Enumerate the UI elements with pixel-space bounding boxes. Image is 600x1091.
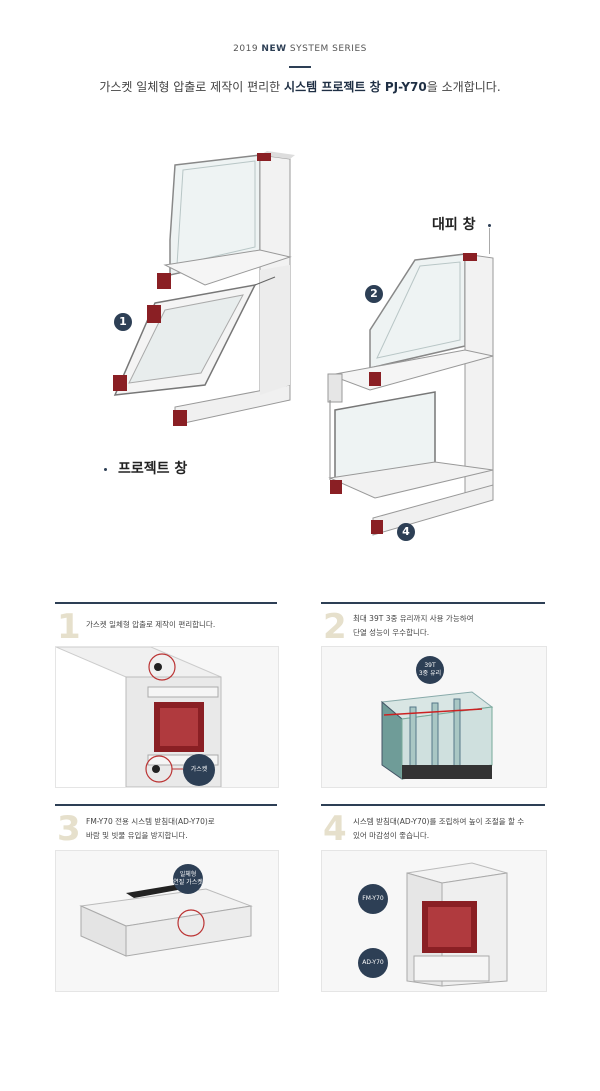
emergency-window-label: 대피 창 bbox=[432, 217, 476, 233]
callout-4: 4 bbox=[397, 523, 415, 541]
feature-4-badge-fm: FM-Y70 bbox=[358, 884, 388, 914]
callout-1: 1 bbox=[114, 313, 132, 331]
feature-1-badge: 가스켓 bbox=[183, 754, 215, 786]
feature-3-text-line1: FM-Y70 전용 시스템 받침대(AD-Y70)로 bbox=[86, 817, 215, 826]
feature-1-number: 1 bbox=[57, 607, 81, 647]
feature-1-text: 가스켓 일체형 압출로 제작이 편리합니다. bbox=[86, 620, 216, 629]
feature-3-text: FM-Y70 전용 시스템 받침대(AD-Y70)로 바람 및 빗물 유입을 방… bbox=[86, 815, 276, 843]
gasket-profile-illustration bbox=[56, 647, 222, 787]
emergency-label-dot bbox=[488, 224, 491, 227]
height-adjust-profile-illustration bbox=[406, 862, 508, 987]
feature-4-text: 시스템 받침대(AD-Y70)를 조립하여 높이 조절을 할 수 있어 마감성이… bbox=[353, 815, 543, 843]
emergency-window-illustration bbox=[327, 253, 494, 536]
project-window-illustration bbox=[113, 151, 295, 426]
feature-4-number: 4 bbox=[323, 809, 347, 849]
feature-2-text-line1: 최대 39T 3중 유리까지 사용 가능하여 bbox=[353, 614, 474, 623]
feature-3-text-line2: 바람 및 빗물 유입을 방지합니다. bbox=[86, 831, 188, 840]
feature-4-rule bbox=[321, 804, 545, 806]
triple-glass-illustration bbox=[380, 691, 494, 780]
feature-1-rule bbox=[55, 602, 277, 604]
feature-3-number: 3 bbox=[57, 809, 81, 849]
series-title: 2019 NEW SYSTEM SERIES bbox=[233, 44, 367, 54]
feature-2-text: 최대 39T 3중 유리까지 사용 가능하여 단열 성능이 우수합니다. bbox=[353, 612, 543, 640]
page-headline: 가스켓 일체형 압출로 제작이 편리한 시스템 프로젝트 창 PJ-Y70을 소… bbox=[99, 80, 501, 94]
feature-1-panel bbox=[55, 646, 279, 788]
badge-soft-gasket: 연질 가스켓 bbox=[173, 879, 203, 886]
callout-2: 2 bbox=[365, 285, 383, 303]
badge-39t: 39T bbox=[424, 662, 436, 669]
feature-2-number: 2 bbox=[323, 607, 347, 647]
feature-3-rule bbox=[55, 804, 277, 806]
emergency-label-line bbox=[489, 228, 490, 254]
support-rail-illustration bbox=[79, 883, 253, 957]
feature-4-text-line1: 시스템 받침대(AD-Y70)를 조립하여 높이 조절을 할 수 bbox=[353, 817, 525, 826]
badge-triple-glass: 3중 유리 bbox=[418, 670, 442, 677]
project-window-label: 프로젝트 창 bbox=[118, 461, 188, 477]
feature-4-badge-ad: AD-Y70 bbox=[358, 948, 388, 978]
feature-2-text-line2: 단열 성능이 우수합니다. bbox=[353, 628, 430, 637]
badge-integrated: 일체형 bbox=[179, 871, 197, 878]
series-divider bbox=[289, 66, 311, 68]
feature-4-text-line2: 있어 마감성이 좋습니다. bbox=[353, 831, 430, 840]
feature-3-panel bbox=[55, 850, 279, 992]
feature-4-panel bbox=[321, 850, 547, 992]
feature-2-rule bbox=[321, 602, 545, 604]
project-label-dot bbox=[104, 468, 107, 471]
